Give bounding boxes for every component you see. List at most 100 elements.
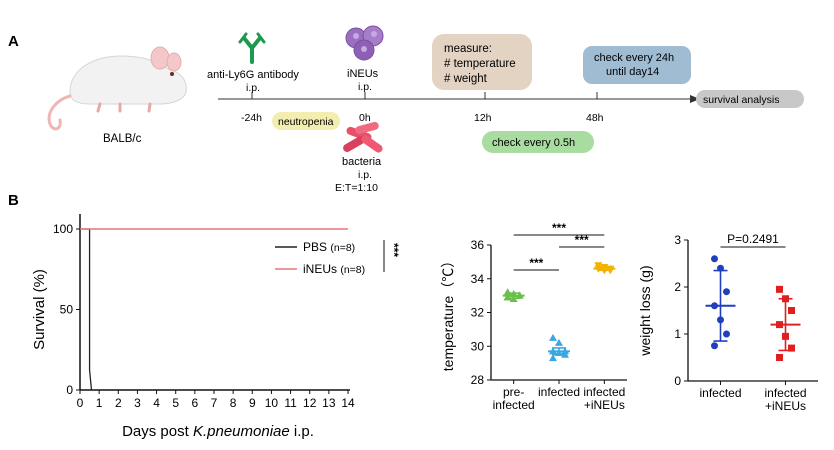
ineus-label: iNEUs <box>347 68 379 80</box>
data-point <box>788 307 795 314</box>
data-point <box>782 295 789 303</box>
temperature-chart: 2830323436temperature（℃）pre-infectedinfe… <box>440 221 627 412</box>
tick-12h: 12h <box>474 112 492 124</box>
x-tick-label: infected <box>538 385 580 399</box>
x-tick-label: infected <box>583 385 625 399</box>
x-tick-label: 8 <box>230 396 237 410</box>
survival-analysis-box <box>696 90 804 108</box>
data-point <box>606 267 615 275</box>
y-tick-label: 28 <box>471 373 485 387</box>
tick-minus24h: -24h <box>241 112 262 124</box>
legend-label: iNEUs (n=8) <box>303 262 365 276</box>
data-point <box>600 267 609 275</box>
y-tick-label: 2 <box>674 280 681 294</box>
data-point <box>717 264 724 272</box>
x-tick-label: 4 <box>153 396 160 410</box>
x-tick-label: 13 <box>322 396 336 410</box>
neutropenia-box <box>272 112 340 130</box>
x-tick-label: pre- <box>503 385 524 399</box>
x-tick-label: 11 <box>284 396 297 410</box>
y-axis-label: weight loss (g) <box>637 265 653 356</box>
x-tick-label: infected <box>699 386 741 400</box>
check-05h-label: check every 0.5h <box>492 137 575 149</box>
y-tick-label: 1 <box>674 327 681 341</box>
neutropenia-label: neutropenia <box>278 116 334 128</box>
timeline-arrowhead <box>690 95 700 103</box>
comparison-label: *** <box>575 233 589 247</box>
comparison-label: P=0.2491 <box>727 232 779 246</box>
data-point <box>711 342 718 350</box>
tick-48h: 48h <box>586 112 604 124</box>
antibody-icon <box>238 32 266 64</box>
antibody-route: i.p. <box>246 82 260 94</box>
x-tick-label: +iNEUs <box>584 398 625 412</box>
data-point <box>723 330 730 338</box>
y-tick-label: 34 <box>471 272 485 286</box>
data-point <box>509 289 518 297</box>
measure-weight: # weight <box>444 73 488 85</box>
x-tick-label: 14 <box>341 396 355 410</box>
y-tick-label: 100 <box>53 222 73 236</box>
data-point <box>561 350 569 358</box>
data-point <box>776 285 783 293</box>
data-point <box>549 347 557 355</box>
y-axis-label: temperature（℃） <box>440 254 456 371</box>
check-24h-box <box>583 46 691 84</box>
y-tick-label: 0 <box>66 383 73 397</box>
x-tick-label: infected <box>764 386 806 400</box>
measure-box <box>432 34 532 90</box>
x-tick-label: 12 <box>303 396 317 410</box>
x-tick-label: 6 <box>192 396 199 410</box>
y-tick-label: 30 <box>471 339 485 353</box>
x-axis-label: Days post K.pneumoniae i.p. <box>122 423 314 440</box>
data-point <box>711 302 718 310</box>
panel-a-label: A <box>8 33 19 50</box>
bacteria-route: i.p. <box>358 169 372 181</box>
data-point <box>549 354 557 362</box>
antibody-label: anti-Ly6G antibody <box>207 69 299 81</box>
x-tick-label: infected <box>493 398 535 412</box>
data-point <box>503 288 512 296</box>
timeline-ticks <box>251 92 598 99</box>
x-tick-label: 1 <box>96 396 103 410</box>
bacteria-label: bacteria <box>342 156 382 168</box>
measure-temperature: # temperature <box>444 58 516 70</box>
y-tick-label: 36 <box>471 238 485 252</box>
x-tick-label: 5 <box>172 396 179 410</box>
x-tick-label: 7 <box>211 396 218 410</box>
data-point <box>555 338 563 346</box>
y-tick-label: 50 <box>60 303 74 317</box>
y-tick-label: 32 <box>471 306 485 320</box>
data-point <box>549 333 557 341</box>
data-point <box>782 332 789 340</box>
tick-0h: 0h <box>359 112 371 124</box>
series-line-pbs <box>80 228 93 391</box>
data-point <box>776 321 783 329</box>
ineus-route: i.p. <box>358 81 372 93</box>
x-tick-label: +iNEUs <box>765 399 806 413</box>
data-point <box>555 349 563 356</box>
panel-b-label: B <box>8 192 19 209</box>
data-point <box>776 354 783 361</box>
mouse-strain-label: BALB/c <box>103 133 142 145</box>
check-24h-line2: until day14 <box>606 66 659 78</box>
data-point <box>717 316 724 324</box>
y-tick-label: 0 <box>674 374 681 388</box>
x-tick-label: 3 <box>134 396 141 410</box>
y-tick-label: 3 <box>674 233 681 247</box>
mouse-illustration <box>47 46 187 131</box>
data-point <box>503 293 512 301</box>
x-tick-label: 9 <box>249 396 256 410</box>
x-tick-label: 2 <box>115 396 122 410</box>
ineu-cells-icon <box>345 25 384 61</box>
bacteria-ratio: E:T=1:10 <box>335 182 378 194</box>
legend-label: PBS (n=8) <box>303 240 355 254</box>
check-24h-line1: check every 24h <box>594 52 674 64</box>
data-point <box>711 255 718 263</box>
bacteria-icon <box>343 121 383 153</box>
x-tick-label: 10 <box>265 396 279 410</box>
data-point <box>509 295 518 302</box>
